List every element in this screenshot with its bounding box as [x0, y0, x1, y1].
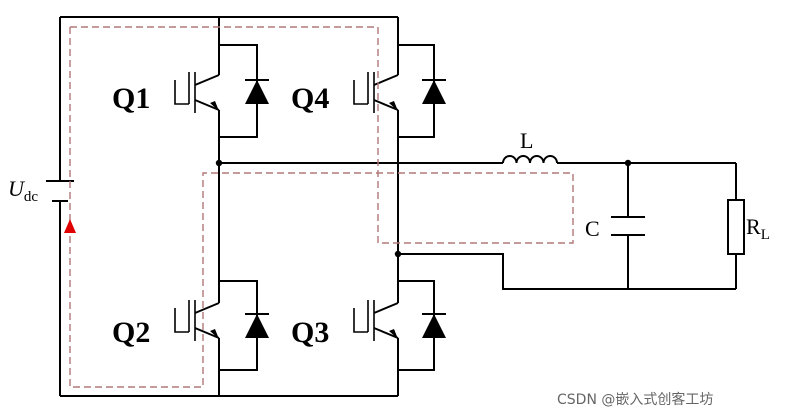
q3-emitter-arrow [389, 329, 398, 339]
q4-diode-body [422, 80, 446, 104]
q2-collector [194, 302, 220, 314]
q4-gate-lead [353, 80, 368, 105]
igbt-q1 [174, 44, 269, 138]
current-path-loop [69, 26, 574, 388]
q1-emitter-arrow [210, 101, 219, 111]
q3-gate-lead [353, 308, 368, 333]
load-label: RL [746, 214, 770, 243]
q1-label: Q1 [112, 82, 150, 115]
q3-emitter [373, 327, 399, 339]
main-wiring [59, 16, 737, 397]
q2-label: Q2 [112, 316, 150, 349]
q1-gate-lead [174, 80, 189, 105]
junction-cap-top [624, 159, 632, 167]
igbt-q2 [174, 280, 269, 371]
q1-diode-loop [219, 44, 258, 138]
q2-emitter [194, 327, 220, 339]
watermark-text: CSDN @嵌入式创客工坊 [557, 391, 713, 408]
q4-label: Q4 [291, 82, 329, 115]
current-direction-arrow [64, 219, 76, 233]
q2-gate-lead [174, 308, 189, 333]
q4-emitter [373, 99, 399, 111]
junction-left-mid [215, 159, 223, 167]
q4-emitter-arrow [389, 101, 398, 111]
capacitor-label: C [585, 216, 600, 241]
dc-source: Udc [8, 176, 74, 205]
q3-diode-body [422, 314, 446, 338]
q1-emitter [194, 99, 220, 111]
q1-collector [194, 74, 220, 86]
q3-label: Q3 [291, 316, 329, 349]
inductor-l: L [502, 128, 558, 164]
igbt-q4 [353, 44, 446, 138]
q2-emitter-arrow [210, 329, 219, 339]
return-wire [398, 253, 736, 290]
inductor-label: L [520, 128, 533, 153]
source-label: Udc [8, 176, 38, 205]
load-resistor: RL [727, 199, 770, 255]
junction-right-mid [394, 250, 402, 258]
junctions [215, 159, 632, 258]
resistor-body [727, 199, 745, 255]
q3-collector [373, 302, 399, 314]
q1-diode-body [245, 80, 269, 104]
current-paths [69, 26, 574, 388]
q2-diode-body [245, 314, 269, 338]
capacitor-c: C [585, 216, 645, 241]
igbt-q3 [353, 280, 446, 371]
inductor-coil [502, 155, 558, 164]
